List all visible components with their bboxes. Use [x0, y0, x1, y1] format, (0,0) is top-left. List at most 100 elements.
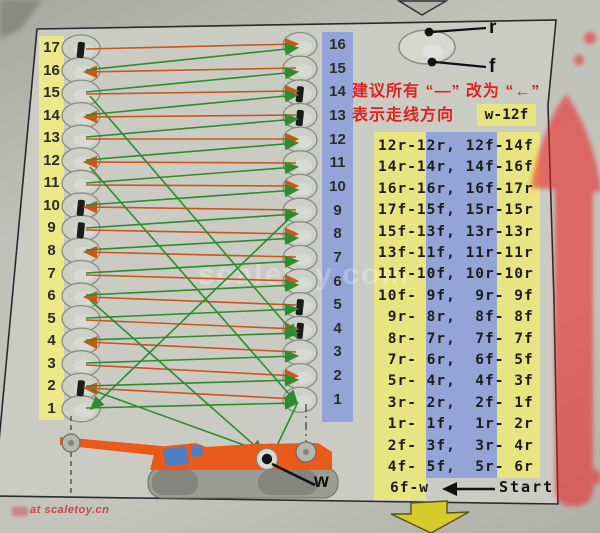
routing-row: 9r- 8r, 8f- 8f	[378, 309, 534, 326]
pulley-number: 4	[333, 319, 342, 337]
rope-line-orange	[82, 336, 297, 353]
rope-line-orange	[85, 319, 300, 335]
pulley-pin	[76, 222, 85, 239]
rope-line-green	[85, 66, 300, 93]
pulley-number: 7	[333, 248, 342, 266]
start-label: Start	[499, 478, 555, 496]
routing-row: 3r- 2r, 2f- 1f	[378, 394, 534, 411]
pulley-number: 14	[329, 83, 346, 101]
winch-label: w	[314, 471, 329, 492]
pulley-number: 8	[333, 225, 342, 243]
list-first-row-patch	[477, 104, 536, 126]
pulley-number: 13	[43, 129, 60, 147]
routing-row: 17f-15f, 15r-15r	[378, 202, 534, 219]
rope-line-green	[89, 166, 299, 405]
crane-vehicle	[60, 433, 339, 499]
pulley-number: 5	[333, 296, 342, 314]
pulley-number: 6	[333, 272, 342, 290]
pulley-number: 5	[47, 309, 56, 327]
rope-line-green	[85, 232, 300, 251]
top-arrow-tip	[396, 0, 449, 16]
start-arrow	[442, 482, 495, 496]
pulley-number: 17	[43, 39, 60, 56]
pulley-number: 16	[43, 61, 60, 79]
rope-line-orange	[82, 382, 297, 400]
cab-window-small	[191, 445, 203, 457]
routing-row: 10f- 9f, 9r- 9f	[378, 287, 534, 304]
routing-row: 8r- 7r, 7f- 7f	[378, 330, 534, 347]
routing-row: 1r- 1f, 1r- 2r	[378, 416, 534, 433]
pulley-number: 12	[43, 151, 60, 169]
rope-line-orange	[82, 155, 297, 169]
pulley-number: 14	[43, 106, 60, 124]
rope-line-green	[89, 299, 265, 455]
routing-row: 2f- 3f, 3r- 4r	[378, 437, 534, 454]
routing-row: 11f-10f, 10r-10r	[378, 266, 534, 283]
rope-line-orange	[85, 227, 300, 241]
track-rear	[258, 470, 318, 495]
list-band-yellow-left	[374, 132, 426, 500]
list-last-row-patch	[388, 478, 424, 499]
rope-line-green	[85, 349, 300, 364]
photo-shadow-corner	[0, 0, 42, 38]
pulley-number: 3	[47, 354, 56, 372]
pulley-pin	[76, 41, 85, 59]
pulley-number: 15	[329, 59, 346, 77]
rope-line-green	[89, 95, 299, 339]
cab-window	[163, 446, 189, 466]
rope-line-green	[85, 326, 300, 341]
front-groove-label: f	[489, 56, 496, 77]
list-band-blue	[426, 132, 497, 478]
pulley-number: 3	[333, 343, 342, 361]
rope-line-green	[85, 137, 300, 161]
rear-groove-label: r	[489, 17, 497, 38]
right-number-strip	[322, 32, 353, 422]
rigging-lines-layer	[82, 37, 300, 459]
annotation-line1: 建议所有 “—” 改为 “←”	[352, 83, 541, 100]
routing-row: 15f-13f, 13r-13r	[378, 223, 534, 240]
rope-line-orange	[85, 364, 300, 382]
pulley-number: 7	[47, 264, 56, 282]
rope-line-green	[85, 396, 300, 410]
pulley-number: 4	[47, 332, 56, 350]
routing-last-row: 6f-w	[390, 480, 429, 496]
routing-row: 13f-11f, 11r-11r	[378, 245, 534, 261]
pulley-number: 2	[333, 367, 342, 385]
pulley-number: 11	[329, 154, 346, 172]
rope-line-orange	[85, 179, 300, 193]
rope-line-green	[85, 161, 300, 184]
annotation-line2: 表示走线方向	[352, 107, 455, 124]
routing-row: 4f- 5f, 5r- 6r	[378, 459, 534, 475]
routing-row: 14r-14r, 14f-16f	[378, 159, 534, 176]
boom	[60, 437, 162, 456]
rope-line-green	[85, 255, 300, 274]
rope-line-green	[89, 211, 297, 411]
pulley-number: 9	[47, 219, 56, 237]
pulley-number: 1	[47, 399, 56, 417]
routing-row: 12r-12r, 12f-14f	[378, 138, 534, 154]
watermark-blob	[12, 507, 28, 516]
pulley-number: 10	[43, 196, 60, 214]
rope-line-green	[85, 373, 300, 387]
red-direction-arrow	[531, 32, 600, 506]
routing-row: 7r- 6r, 6f- 5f	[378, 352, 534, 368]
bottom-page-arrow	[390, 500, 470, 533]
pulley-number: 16	[329, 36, 346, 53]
legend-pulley	[398, 26, 487, 69]
pulley-number: 6	[47, 287, 56, 305]
rope-line-orange	[82, 200, 297, 214]
track-front	[152, 470, 198, 495]
list-band-yellow-right	[497, 132, 540, 478]
routing-first-row: w-12f	[484, 107, 529, 123]
routing-row: 16r-16r, 16f-17r	[378, 180, 534, 197]
rope-line-orange	[82, 65, 297, 79]
routing-row: 5r- 4r, 4f- 3f	[378, 373, 534, 390]
pulley-number: 13	[329, 106, 346, 124]
rope-line-orange	[82, 245, 297, 259]
winch-pointer-line	[271, 462, 316, 487]
front-groove-dot	[427, 57, 437, 67]
rope-line-green	[85, 42, 300, 71]
rope-line-orange	[85, 274, 300, 288]
